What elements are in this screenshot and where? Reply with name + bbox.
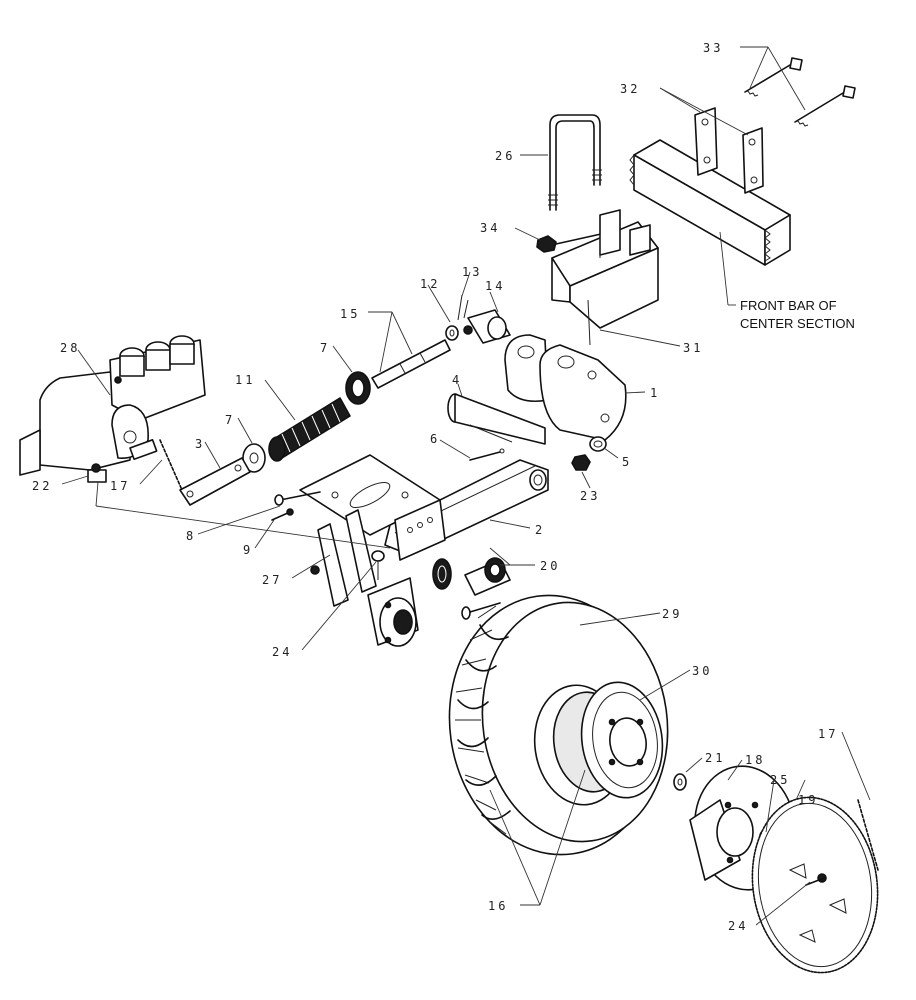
hub-assembly-20 — [432, 557, 511, 620]
pin-9 — [271, 508, 294, 521]
label-17-left: 17 — [110, 479, 130, 493]
label-29: 29 — [662, 607, 682, 621]
label-25: 25 — [770, 773, 790, 787]
label-12: 12 — [420, 277, 440, 291]
label-19: 19 — [798, 793, 818, 807]
cotter-pin-6 — [469, 448, 505, 461]
label-1: 1 — [650, 386, 660, 400]
front-bar-center-section — [629, 139, 791, 266]
part-number-labels: 33 32 26 34 31 14 13 12 15 28 11 7 7 3 2… — [32, 41, 838, 933]
link-3 — [179, 457, 251, 506]
mount-plate-27 — [299, 454, 446, 607]
plates-32 — [694, 107, 764, 194]
nut-22 — [87, 463, 107, 483]
callout-line-2: CENTER SECTION — [740, 316, 855, 331]
hydraulic-valve-28 — [19, 335, 206, 476]
label-17-right: 17 — [818, 727, 838, 741]
sprocket-19 — [751, 796, 879, 974]
label-3: 3 — [195, 437, 205, 451]
u-bolt-26 — [548, 114, 602, 211]
bracket-31 — [551, 209, 659, 329]
label-22: 22 — [32, 479, 52, 493]
spacer-21 — [673, 773, 687, 791]
small-hardware-24 — [310, 550, 385, 580]
label-5: 5 — [622, 455, 632, 469]
chain-17-right — [857, 799, 879, 871]
collar-7-upper — [345, 371, 371, 405]
label-27: 27 — [262, 573, 282, 587]
label-2: 2 — [535, 523, 545, 537]
label-21: 21 — [705, 751, 725, 765]
label-26: 26 — [495, 149, 515, 163]
label-28: 28 — [60, 341, 80, 355]
pin-14 — [467, 309, 511, 344]
pin-4 — [447, 393, 546, 445]
front-bar-callout: FRONT BAR OF CENTER SECTION — [740, 298, 855, 331]
label-9: 9 — [243, 543, 253, 557]
caster-head-1 — [504, 299, 627, 441]
label-11: 11 — [235, 373, 255, 387]
label-24-left: 24 — [272, 645, 292, 659]
rim-30 — [580, 681, 664, 799]
label-30: 30 — [692, 664, 712, 678]
label-8: 8 — [186, 529, 196, 543]
label-16: 16 — [488, 899, 508, 913]
label-14: 14 — [485, 279, 505, 293]
label-7-lower: 7 — [225, 413, 235, 427]
washer-5 — [589, 436, 607, 452]
label-33: 33 — [703, 41, 723, 55]
nut-23 — [571, 454, 591, 471]
label-31: 31 — [683, 341, 703, 355]
rod-15 — [371, 339, 451, 389]
leader-lines — [61, 46, 871, 926]
label-20: 20 — [540, 559, 560, 573]
label-6: 6 — [430, 432, 440, 446]
label-23: 23 — [580, 489, 600, 503]
label-7-upper: 7 — [320, 341, 330, 355]
label-4: 4 — [452, 373, 462, 387]
label-24-right: 24 — [728, 919, 748, 933]
collar-7-lower — [242, 443, 266, 473]
clip-13 — [457, 294, 473, 335]
label-15: 15 — [340, 307, 360, 321]
chain-17-left — [159, 439, 183, 491]
bolts-33 — [744, 57, 856, 127]
spindle-hub — [367, 577, 419, 647]
hub-flange-18 — [689, 765, 797, 891]
washer-12 — [445, 325, 459, 341]
callout-line-1: FRONT BAR OF — [740, 298, 837, 313]
label-34: 34 — [480, 221, 500, 235]
label-13: 13 — [462, 265, 482, 279]
bolt-8 — [274, 491, 321, 506]
label-32: 32 — [620, 82, 640, 96]
spring-11 — [268, 397, 351, 462]
label-18: 18 — [745, 753, 765, 767]
